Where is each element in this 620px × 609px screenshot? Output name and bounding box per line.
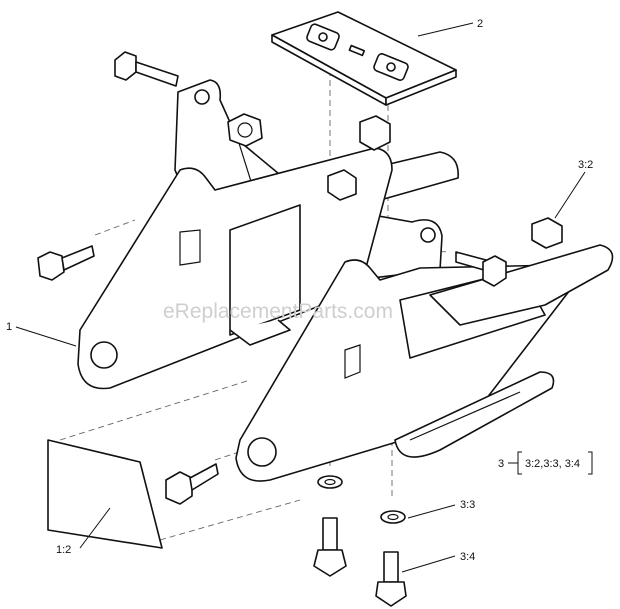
bolt-vertical-left (313, 517, 347, 577)
bolt-right (455, 251, 507, 287)
bolt-upper-left (114, 51, 179, 87)
lock-washer-left (317, 475, 343, 489)
label-part-1-2: 1:2 (56, 544, 71, 556)
top-plate-part-2 (271, 11, 457, 106)
lock-washer-part-3-3 (380, 510, 406, 524)
nut-center (327, 169, 357, 201)
nut-upper-right (359, 115, 391, 151)
label-part-3-2: 3:2 (578, 159, 593, 171)
label-part-2: 2 (477, 18, 483, 30)
leader-lines (15, 22, 593, 573)
nut-upper-left (227, 113, 263, 147)
watermark: eReplacementParts.com (163, 300, 393, 323)
label-part-1: 1 (6, 321, 12, 333)
bolt-lower-left (165, 463, 219, 505)
left-side-plate-part-1 (77, 147, 393, 390)
bolt-left (37, 245, 95, 281)
bolt-vertical-right-part-3-4 (375, 551, 407, 607)
label-kit-contents: 3:2,3:3, 3:4 (525, 458, 580, 470)
nut-part-3-2 (531, 217, 563, 249)
guide-arm-lower (394, 371, 555, 458)
decal-part-1-2 (47, 439, 163, 549)
label-part-3-4: 3:4 (460, 551, 475, 563)
guide-arm-upper (429, 244, 614, 326)
label-part-3: 3 (498, 458, 504, 470)
label-part-3-3: 3:3 (460, 499, 475, 511)
